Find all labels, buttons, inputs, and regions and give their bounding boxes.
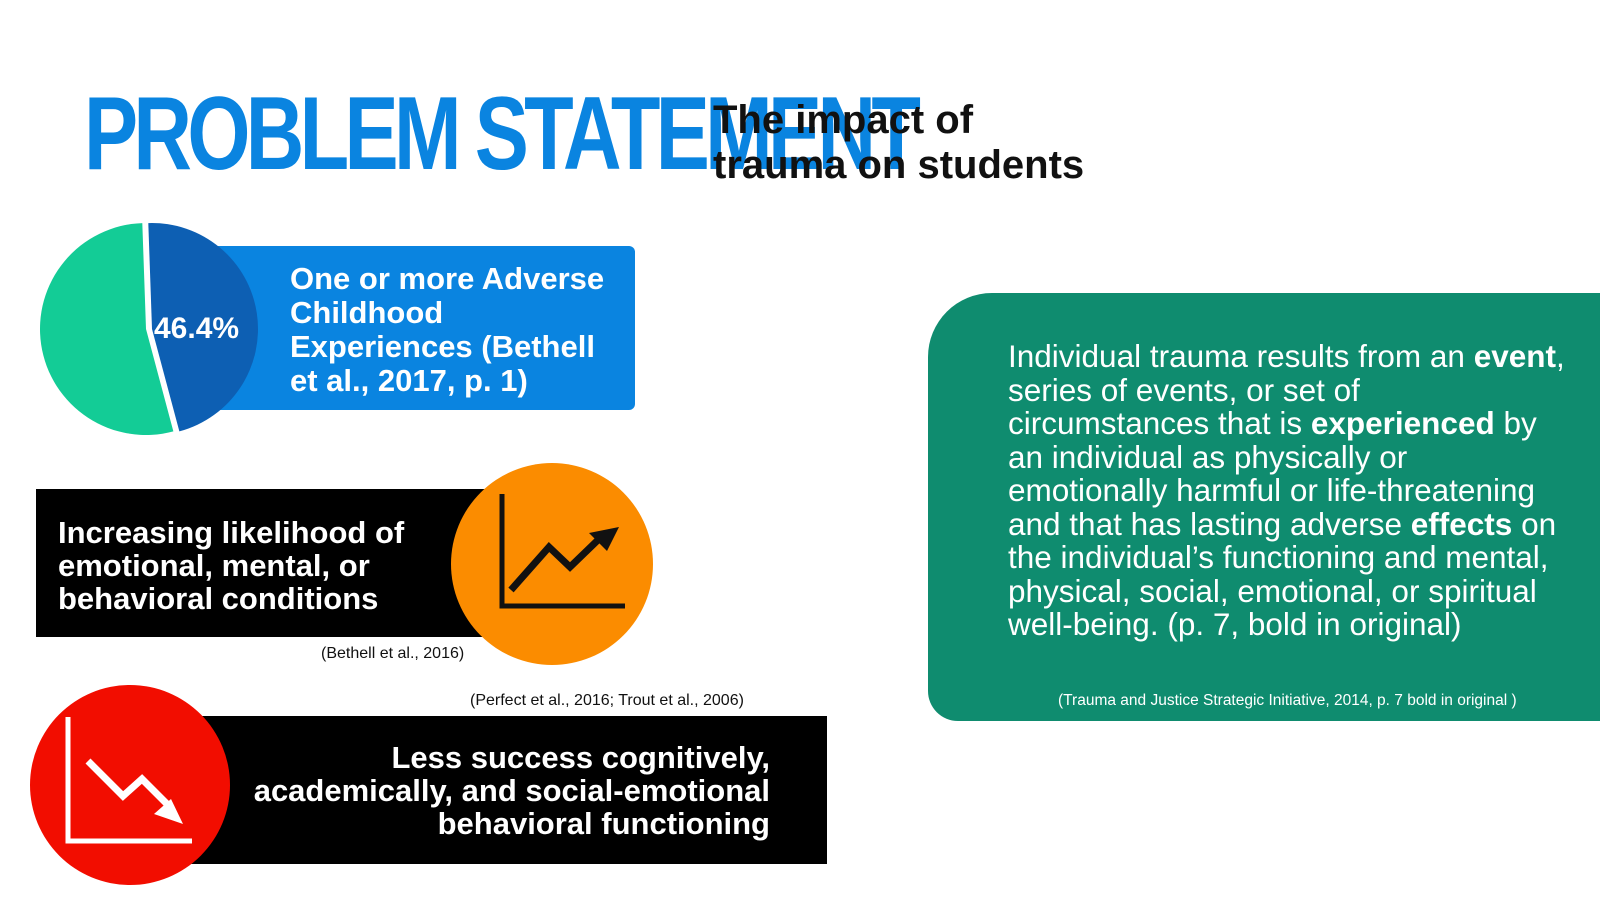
pie-slice-ace [148, 223, 258, 432]
definition-bold-event: event [1473, 338, 1556, 374]
subtitle-line-2: trauma on students [713, 143, 1085, 187]
ace-stat-text: One or more Adverse Childhood Experience… [290, 261, 605, 398]
subtitle-line-1: The impact of [713, 98, 974, 142]
trend-down-badge [30, 685, 230, 885]
success-citation: (Perfect et al., 2016; Trout et al., 200… [470, 692, 744, 709]
definition-bold-experienced: experienced [1310, 405, 1495, 441]
definition-text-part: , series of events, or set of circumstan… [1008, 338, 1565, 441]
definition-bold-effects: effects [1410, 505, 1513, 542]
trend-down-icon [65, 717, 192, 844]
ace-percent-label: 46.4% [154, 312, 240, 345]
ace-pie-chart [40, 223, 258, 435]
trauma-definition: Individual trauma results from an event,… [1008, 338, 1568, 642]
success-stat-text: Less success cognitively, academically, … [253, 740, 770, 841]
success-stat-box [188, 716, 827, 864]
definition-text-part: Individual trauma results from an [1008, 338, 1474, 374]
definition-text-part: by an individual as physically or emotio… [1008, 405, 1537, 542]
definition-text-part: on the individual’s functioning and ment… [1008, 505, 1557, 642]
conditions-stat-box [36, 489, 488, 637]
definition-citation: (Trauma and Justice Strategic Initiative… [1058, 692, 1517, 709]
conditions-stat-text: Increasing likelihood of emotional, ment… [58, 515, 405, 616]
conditions-citation: (Bethell et al., 2016) [321, 645, 465, 662]
trend-up-icon [499, 494, 625, 609]
page-subtitle: The impact of trauma on students [713, 98, 1084, 188]
pie-slice-remainder [40, 223, 174, 435]
ace-stat-box [190, 246, 635, 410]
trend-up-badge [451, 463, 653, 665]
page-title: PROBLEM STATEMENT [84, 76, 921, 192]
definition-box [928, 293, 1600, 721]
